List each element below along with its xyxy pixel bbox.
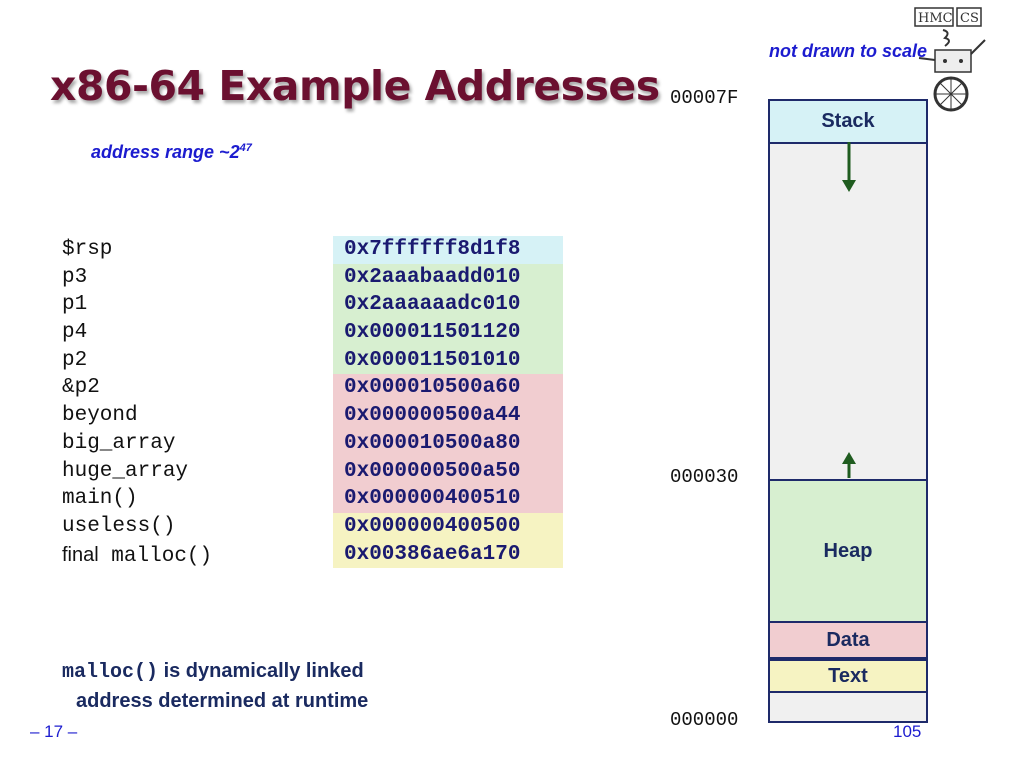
page-number: – 17 – (30, 722, 78, 741)
address-value: 0x000000400500 (333, 512, 563, 541)
address-value: 0x000000500a44 (333, 402, 563, 430)
variable-name: malloc() (98, 544, 213, 568)
memory-bottom-address: 000000 (670, 709, 739, 731)
variable-name: huge_array (62, 459, 189, 483)
memory-mid-address: 000030 (670, 466, 739, 488)
variable-name: p4 (62, 321, 88, 345)
address-range-text: address range ~2 (91, 142, 240, 162)
scale-note: not drawn to scale (769, 41, 928, 61)
variable-names-list: $rsp p3 p1 p4 p2 &p2 beyond big_array hu… (62, 236, 302, 568)
stack-segment: Stack (770, 101, 926, 144)
heap-growth-arrow (842, 452, 856, 478)
variable-name-prefix: final (62, 543, 99, 566)
address-value: 0x2aaaaaadc010 (333, 291, 563, 320)
address-value: 0x000000400510 (333, 485, 563, 513)
hmc-cs-logo: HMC CS (905, 4, 995, 121)
variable-name: useless() (62, 514, 176, 538)
address-value: 0x000010500a80 (333, 429, 563, 458)
address-value: 0x000011501010 (333, 346, 563, 375)
stack-growth-arrow (842, 142, 856, 192)
variable-name: p1 (62, 293, 88, 317)
address-value: 0x000011501120 (333, 319, 563, 347)
variable-name: &p2 (62, 376, 100, 400)
logo-hmc-text: HMC (918, 11, 953, 26)
slide-title: x86-64 Example Addresses (50, 62, 660, 110)
address-value: 0x00386ae6a170 (333, 540, 563, 569)
heap-segment: Heap (770, 479, 926, 623)
data-segment: Data (770, 623, 926, 659)
address-range-note: address range ~247 (91, 142, 252, 163)
address-value: 0x000010500a60 (333, 374, 563, 403)
variable-name: beyond (62, 404, 138, 428)
variable-name: p2 (62, 348, 88, 372)
variable-name-final-malloc: final malloc() (62, 541, 302, 569)
malloc-code: malloc() (62, 661, 159, 684)
variable-name: $rsp (62, 238, 113, 261)
address-range-exponent: 47 (239, 142, 252, 154)
variable-name: main() (62, 487, 138, 511)
malloc-note: malloc() is dynamically linked address d… (62, 657, 368, 715)
logo-cs-text: CS (960, 11, 979, 26)
memory-map: Stack Heap Data Text (768, 99, 928, 723)
text-segment: Text (770, 659, 926, 693)
variable-name: p3 (62, 265, 88, 289)
address-list: 0x7ffffff8d1f8 0x2aaabaadd010 0x2aaaaaad… (333, 236, 563, 569)
address-value: 0x7ffffff8d1f8 (333, 236, 563, 264)
variable-name: big_array (62, 431, 176, 455)
address-value: 0x000000500a50 (333, 457, 563, 486)
slide-number: 105 (893, 722, 922, 741)
memory-top-address: 00007F (670, 87, 739, 109)
malloc-note-text: is dynamically linked (158, 660, 364, 682)
malloc-note-line2: address determined at runtime (76, 690, 369, 712)
malloc-note-line1: malloc() is dynamically linked (62, 657, 368, 687)
address-value: 0x2aaabaadd010 (333, 263, 563, 292)
